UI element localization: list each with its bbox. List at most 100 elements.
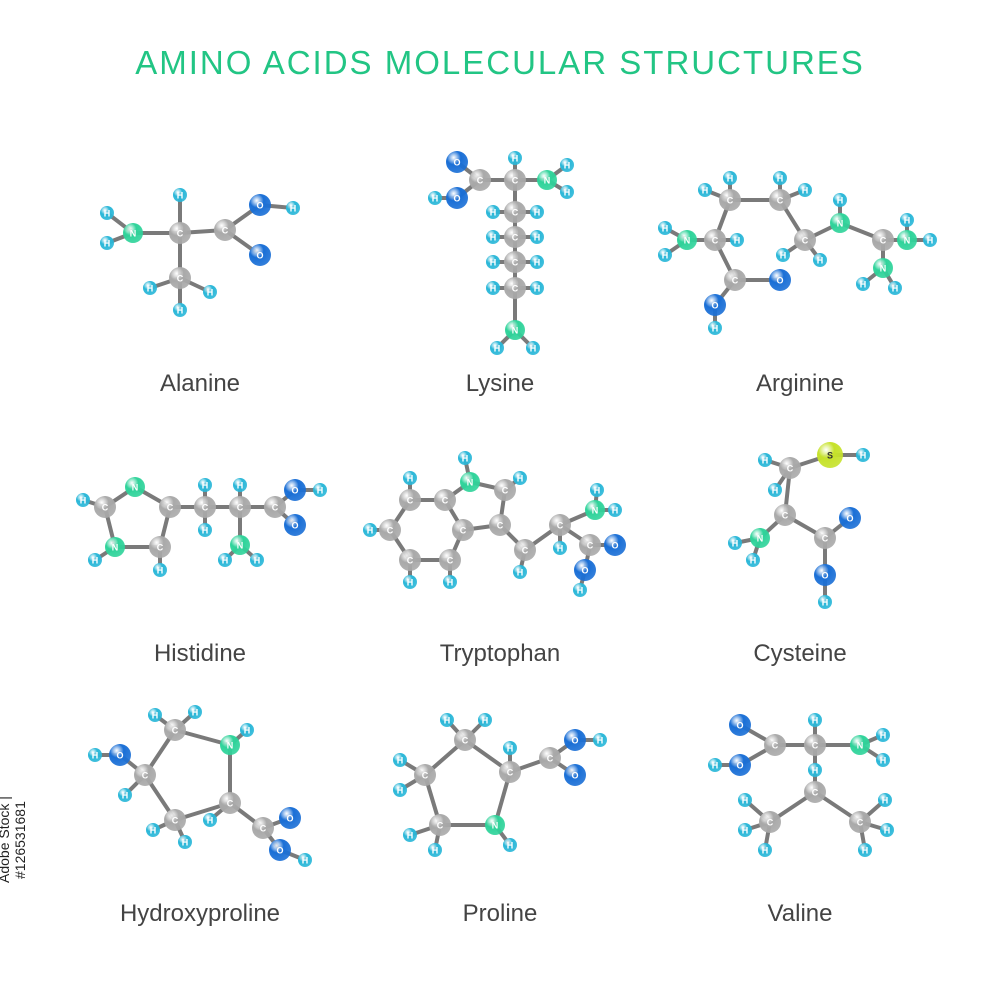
- svg-text:C: C: [587, 541, 594, 551]
- oxygen-atom: O: [249, 244, 271, 266]
- hydrogen-atom: H: [530, 281, 544, 295]
- hydrogen-atom: H: [403, 575, 417, 589]
- svg-text:H: H: [530, 344, 537, 354]
- svg-text:N: N: [880, 264, 887, 274]
- svg-text:H: H: [254, 556, 261, 566]
- hydrogen-atom: H: [313, 483, 327, 497]
- hydrogen-atom: H: [198, 523, 212, 537]
- svg-text:C: C: [502, 486, 509, 496]
- svg-text:C: C: [857, 818, 864, 828]
- carbon-atom: C: [379, 519, 401, 541]
- carbon-atom: C: [439, 549, 461, 571]
- svg-text:C: C: [802, 236, 809, 246]
- svg-text:N: N: [130, 229, 137, 239]
- svg-text:H: H: [444, 716, 451, 726]
- carbon-atom: C: [429, 814, 451, 836]
- hydrogen-atom: H: [553, 541, 567, 555]
- svg-text:C: C: [202, 503, 209, 513]
- svg-text:N: N: [227, 741, 234, 751]
- svg-text:C: C: [812, 741, 819, 751]
- svg-text:H: H: [860, 280, 867, 290]
- carbon-atom: C: [759, 811, 781, 833]
- hydrogen-atom: H: [503, 741, 517, 755]
- oxygen-atom: O: [109, 744, 131, 766]
- svg-text:O: O: [776, 276, 783, 286]
- svg-text:N: N: [684, 236, 691, 246]
- svg-text:H: H: [577, 586, 584, 596]
- svg-text:C: C: [422, 771, 429, 781]
- svg-text:H: H: [762, 456, 769, 466]
- svg-text:H: H: [447, 578, 454, 588]
- svg-text:N: N: [467, 478, 474, 488]
- hydrogen-atom: H: [723, 171, 737, 185]
- svg-text:O: O: [453, 158, 460, 168]
- svg-text:N: N: [904, 236, 911, 246]
- nitrogen-atom: N: [830, 213, 850, 233]
- hydrogen-atom: H: [240, 723, 254, 737]
- svg-text:H: H: [822, 598, 829, 608]
- svg-text:H: H: [534, 208, 541, 218]
- oxygen-atom: O: [814, 564, 836, 586]
- hydrogen-atom: H: [856, 277, 870, 291]
- hydrogen-atom: H: [88, 748, 102, 762]
- hydrogen-atom: H: [393, 783, 407, 797]
- nitrogen-atom: N: [505, 320, 525, 340]
- hydrogen-atom: H: [776, 248, 790, 262]
- svg-text:H: H: [860, 451, 867, 461]
- hydrogen-atom: H: [203, 285, 217, 299]
- svg-text:C: C: [237, 503, 244, 513]
- carbon-atom: C: [794, 229, 816, 251]
- svg-text:H: H: [302, 856, 309, 866]
- svg-text:C: C: [547, 754, 554, 764]
- svg-text:O: O: [286, 814, 293, 824]
- carbon-atom: C: [724, 269, 746, 291]
- svg-text:H: H: [750, 556, 757, 566]
- hydrogen-atom: H: [403, 471, 417, 485]
- hydrogen-atom: H: [900, 213, 914, 227]
- hydrogen-atom: H: [218, 553, 232, 567]
- carbon-atom: C: [469, 169, 491, 191]
- svg-text:C: C: [767, 818, 774, 828]
- svg-text:C: C: [812, 788, 819, 798]
- molecule-name: Arginine: [755, 370, 845, 397]
- hydrogen-atom: H: [508, 151, 522, 165]
- hydrogen-atom: H: [440, 713, 454, 727]
- svg-text:C: C: [512, 258, 519, 268]
- hydrogen-atom: H: [458, 451, 472, 465]
- carbon-atom: C: [494, 479, 516, 501]
- oxygen-atom: O: [839, 507, 861, 529]
- svg-text:H: H: [152, 711, 159, 721]
- svg-text:C: C: [712, 236, 719, 246]
- hydrogen-atom: H: [818, 595, 832, 609]
- svg-text:H: H: [597, 736, 604, 746]
- oxygen-atom: O: [729, 754, 751, 776]
- carbon-atom: C: [489, 514, 511, 536]
- hydrogen-atom: H: [118, 788, 132, 802]
- oxygen-atom: O: [446, 187, 468, 209]
- svg-text:H: H: [407, 831, 414, 841]
- hydrogen-atom: H: [178, 835, 192, 849]
- svg-text:H: H: [207, 816, 214, 826]
- svg-text:C: C: [157, 543, 164, 553]
- carbon-atom: C: [414, 764, 436, 786]
- hydrogen-atom: H: [708, 321, 722, 335]
- svg-text:H: H: [177, 306, 184, 316]
- hydrogen-atom: H: [746, 553, 760, 567]
- svg-text:H: H: [397, 786, 404, 796]
- svg-text:N: N: [544, 176, 551, 186]
- carbon-atom: C: [194, 496, 216, 518]
- hydrogen-atom: H: [758, 843, 772, 857]
- carbon-atom: C: [804, 734, 826, 756]
- nitrogen-atom: N: [125, 477, 145, 497]
- carbon-atom: C: [219, 792, 241, 814]
- nitrogen-atom: N: [460, 472, 480, 492]
- svg-text:C: C: [407, 496, 414, 506]
- svg-text:H: H: [662, 251, 669, 261]
- nitrogen-atom: N: [850, 735, 870, 755]
- oxygen-atom: O: [446, 151, 468, 173]
